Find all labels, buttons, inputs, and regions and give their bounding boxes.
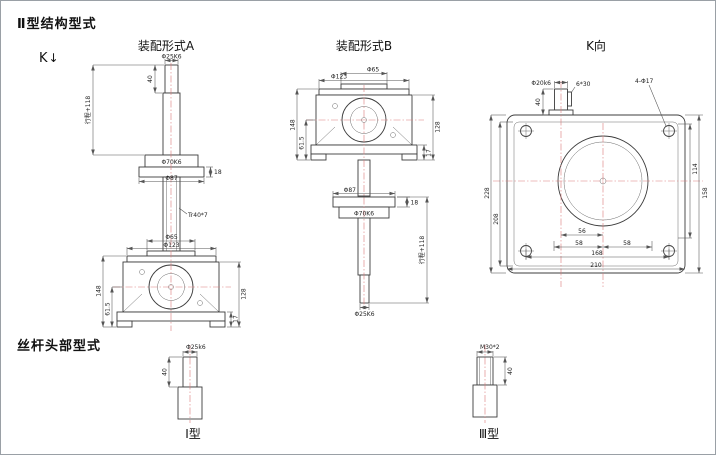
dim-input-shaft-len: 40 <box>535 98 542 106</box>
dim-shaft-len: 40 <box>147 75 154 83</box>
dim-flange-hub-dia: Φ70K6 <box>161 159 181 166</box>
view-k-parts <box>506 88 686 274</box>
assembly-a-drawing: Φ25K6 40 行程+118 Φ70K6 Φ87 18 Tr40*7 Φ65 <box>84 54 248 331</box>
view-k-dimensions: Φ20k6 40 6*30 4-Φ17 228 208 158 <box>484 78 709 274</box>
dim-foot-thk: 17 <box>233 315 240 323</box>
dim-pitch-left: 58 <box>575 240 583 247</box>
dim-flange-dia: Φ87 <box>344 187 357 194</box>
label-assembly-b: 装配形式B <box>335 39 393 53</box>
dim-center-to-base: 61.5 <box>299 136 306 150</box>
assembly-b-centerlines <box>306 85 424 309</box>
dim-inner-h: 208 <box>493 213 500 225</box>
k-label: K <box>39 51 48 66</box>
dim-housing-h: 148 <box>290 119 297 131</box>
dim-input-shaft-dia: Φ20k6 <box>531 80 551 87</box>
dim-flange-bolt-dia: Φ123 <box>331 74 347 81</box>
dim-shaft-dia: Φ25K6 <box>354 311 374 318</box>
dim-pitch-right: 58 <box>623 240 631 247</box>
dim-center-distance: 56 <box>578 228 586 235</box>
label-view-k: K向 <box>586 39 606 53</box>
down-arrow-icon: ↓ <box>48 51 59 65</box>
dim-head-iii-len: 40 <box>507 367 514 375</box>
dim-center-to-base: 61.5 <box>105 302 112 316</box>
assembly-a-dimensions: Φ25K6 40 行程+118 Φ70K6 Φ87 18 Tr40*7 Φ65 <box>84 54 248 328</box>
dim-screw-thread: Tr40*7 <box>187 212 208 219</box>
dim-flange-thk: 18 <box>214 169 222 176</box>
section-title-head: 丝杆头部型式 <box>17 339 102 354</box>
label-head-type-i: Ⅰ型 <box>185 427 201 441</box>
dim-flange-bolt-dia: Φ123 <box>163 242 179 249</box>
dim-head-iii-thread: M30*2 <box>480 344 500 351</box>
dim-body-h: 128 <box>435 121 442 133</box>
dim-head-i-dia: Φ25k6 <box>186 344 206 351</box>
dim-housing-h: 148 <box>96 285 103 297</box>
dim-overall-h: 228 <box>484 187 491 199</box>
dim-travel: 行程+118 <box>418 236 426 265</box>
dim-travel: 行程+118 <box>84 96 92 125</box>
dim-hole-span: 168 <box>591 250 603 257</box>
section-title-structure: Ⅱ型结构型式 <box>17 17 97 32</box>
assembly-a-centerlines <box>113 63 231 331</box>
head-i-dimensions: Φ25k6 40 <box>162 344 206 388</box>
dim-mount-holes: 4-Φ17 <box>635 78 654 85</box>
dim-spigot-dia: Φ65 <box>367 67 380 74</box>
dim-spigot-dia: Φ65 <box>165 234 178 241</box>
dim-right-inner: 114 <box>692 163 699 175</box>
dim-key-size: 6*30 <box>576 81 591 88</box>
dim-flange-hub-dia: Φ70K6 <box>354 211 374 218</box>
dim-shaft-dia: Φ25K6 <box>161 54 181 61</box>
dim-flange-thk: 18 <box>411 200 419 207</box>
dim-right-outer: 158 <box>702 187 709 199</box>
head-type-i-drawing: Φ25k6 40 <box>162 344 206 423</box>
view-k-centerlines <box>493 81 703 287</box>
dim-head-i-len: 40 <box>162 368 169 376</box>
k-direction-marker: K↓ <box>39 51 59 66</box>
head-type-iii-drawing: M30*2 40 <box>472 344 514 423</box>
dim-flange-dia: Φ87 <box>165 175 178 182</box>
view-k-drawing: Φ20k6 40 6*30 4-Φ17 228 208 158 <box>484 78 709 287</box>
assembly-b-drawing: Φ65 Φ123 148 61.5 128 17 Φ87 <box>290 67 442 319</box>
dim-body-h: 128 <box>241 288 248 300</box>
head-iii-dimensions: M30*2 40 <box>476 344 514 386</box>
label-assembly-a: 装配形式A <box>137 39 195 53</box>
dim-overall-w: 210 <box>590 262 602 269</box>
assembly-b-dimensions: Φ65 Φ123 148 61.5 128 17 Φ87 <box>290 67 442 319</box>
dim-foot-thk: 17 <box>426 149 433 157</box>
label-head-type-iii: Ⅲ型 <box>478 427 500 441</box>
